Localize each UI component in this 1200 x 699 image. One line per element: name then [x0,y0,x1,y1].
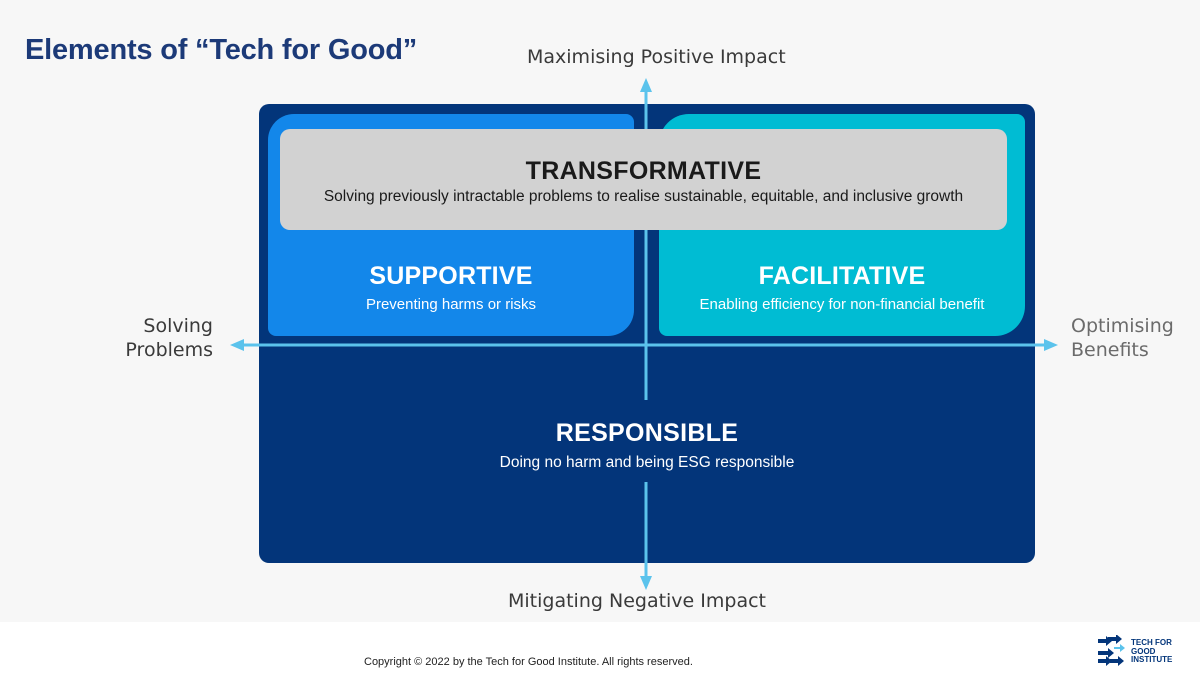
logo-line-1: TECH FOR [1131,638,1172,647]
arrow-up-icon [640,78,652,92]
responsible-subtitle: Doing no harm and being ESG responsible [499,454,795,471]
axis-label-top: Maximising Positive Impact [527,46,786,68]
arrows-logo-icon [1098,635,1125,666]
footer-bar [0,622,1200,699]
facilitative-title: FACILITATIVE [758,262,926,290]
axis-label-right: Optimising Benefits [1071,314,1174,362]
arrow-down-icon [640,576,652,590]
facilitative-text: FACILITATIVE Enabling efficiency for non… [659,114,1025,336]
logo-line-3: INSTITUTE [1131,655,1173,664]
axis-label-left: Solving Problems [125,314,213,362]
axis-label-right-line2: Benefits [1071,339,1149,361]
transformative-title: TRANSFORMATIVE [525,157,762,185]
axis-label-bottom: Mitigating Negative Impact [508,590,766,612]
transformative-subtitle: Solving previously intractable problems … [323,188,964,205]
axis-label-left-line2: Problems [125,339,213,361]
quadrant-responsible: RESPONSIBLE Doing no harm and being ESG … [259,419,1035,472]
axis-label-left-line1: Solving [143,315,213,337]
logo-text: TECH FOR GOOD INSTITUTE [1131,638,1173,665]
responsible-title: RESPONSIBLE [555,419,739,447]
supportive-text: SUPPORTIVE Preventing harms or risks [268,114,634,336]
quadrant-transformative: TRANSFORMATIVE Solving previously intrac… [280,129,1007,230]
facilitative-subtitle: Enabling efficiency for non-financial be… [699,296,985,313]
arrow-left-icon [230,339,244,351]
arrow-right-icon [1044,339,1058,351]
supportive-title: SUPPORTIVE [369,262,533,290]
copyright-text: Copyright © 2022 by the Tech for Good In… [364,656,693,668]
logo-line-2: GOOD [1131,646,1156,656]
axis-label-right-line1: Optimising [1071,315,1174,337]
supportive-subtitle: Preventing harms or risks [365,296,537,313]
page-title: Elements of “Tech for Good” [25,34,418,66]
